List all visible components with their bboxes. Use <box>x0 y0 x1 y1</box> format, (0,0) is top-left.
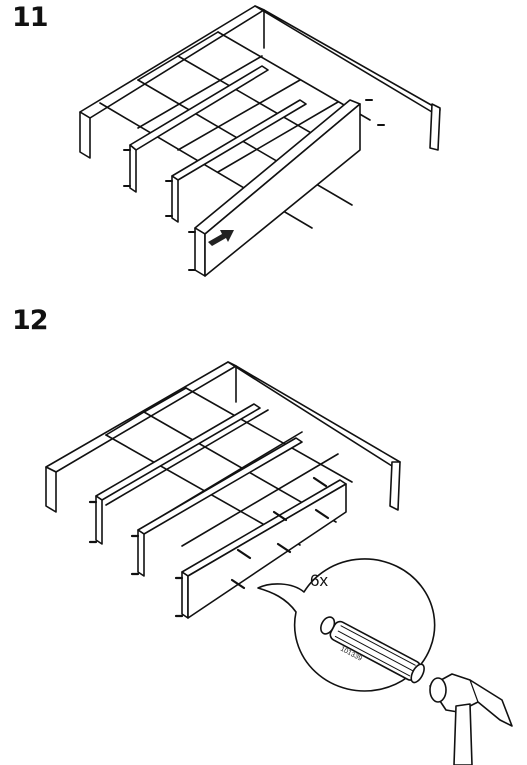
back-right-panel-face <box>429 103 441 151</box>
dowel-pins <box>123 99 385 271</box>
back-right-panel <box>227 361 401 467</box>
front-panels <box>129 65 361 277</box>
step-12-number: 12 <box>12 305 49 336</box>
quantity-label: 6x <box>310 571 328 590</box>
back-right-panel-face <box>389 461 401 511</box>
step-11-illustration <box>79 5 441 277</box>
step-11-number: 11 <box>12 2 49 33</box>
front-panels <box>95 403 347 619</box>
back-left-panel-front <box>45 466 57 513</box>
arrow-icon <box>208 230 234 246</box>
back-left-panel-front <box>79 111 91 159</box>
dowel-pins <box>88 476 330 618</box>
dowel-icon <box>320 616 425 684</box>
hammer-icon <box>429 673 513 765</box>
